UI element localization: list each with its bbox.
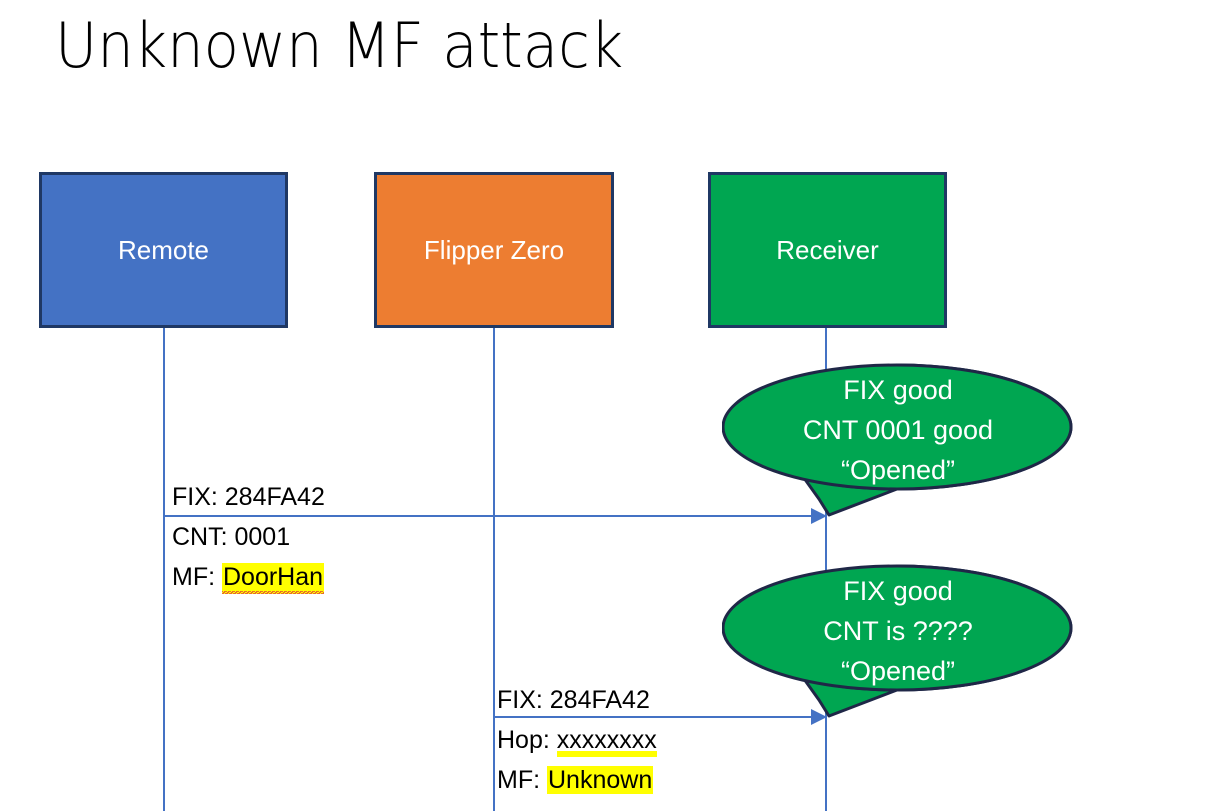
message-1-line-1-text: FIX: 284FA42	[172, 483, 325, 511]
actor-box-receiver[interactable]: Receiver	[708, 172, 947, 328]
actor-label-remote: Remote	[117, 235, 210, 265]
actor-label-receiver: Receiver	[776, 235, 879, 265]
arrow-head-icon	[811, 508, 827, 524]
message-2-line-2-value-highlighted: xxxxxxxx	[556, 726, 657, 757]
message-1-line-2: CNT: 0001	[172, 517, 290, 557]
message-2-line-2-prefix: Hop:	[497, 726, 557, 754]
speech-bubble-receiver-2[interactable]: FIX good CNT is ???? “Opened”	[722, 563, 1074, 725]
lifeline-flipper-zero	[493, 328, 495, 811]
lifeline-receiver	[825, 328, 827, 811]
speech-bubble-shape-icon	[722, 363, 1073, 517]
message-1-line-2-text: CNT: 0001	[172, 523, 291, 551]
message-1-line-3-value-highlighted: DoorHan	[222, 563, 325, 594]
actor-label-flipper-zero: Flipper Zero	[423, 235, 565, 265]
actor-box-remote[interactable]: Remote	[39, 172, 288, 328]
message-2-line-3-prefix: MF:	[497, 766, 547, 794]
message-1-line-1: FIX: 284FA42	[172, 477, 325, 517]
message-2-line-3: MF: Unknown	[497, 760, 654, 800]
actor-box-flipper-zero[interactable]: Flipper Zero	[374, 172, 614, 328]
arrow-head-icon	[811, 709, 827, 725]
message-arrow-remote-to-receiver	[165, 508, 827, 524]
message-arrow-flipper-to-receiver	[495, 709, 827, 725]
message-2-line-1: FIX: 284FA42	[497, 680, 650, 720]
page-title: Unknown MF attack	[55, 9, 624, 82]
speech-bubble-shape-icon	[722, 564, 1073, 718]
lifeline-remote	[163, 328, 165, 811]
message-1-line-3: MF: DoorHan	[172, 557, 325, 597]
message-2-line-3-value-highlighted: Unknown	[547, 766, 654, 794]
speech-bubble-receiver-1[interactable]: FIX good CNT 0001 good “Opened”	[722, 362, 1074, 524]
message-2-line-1-text: FIX: 284FA42	[497, 686, 650, 714]
message-2-line-2: Hop: xxxxxxxx	[497, 720, 657, 760]
message-1-line-3-prefix: MF:	[172, 563, 222, 591]
